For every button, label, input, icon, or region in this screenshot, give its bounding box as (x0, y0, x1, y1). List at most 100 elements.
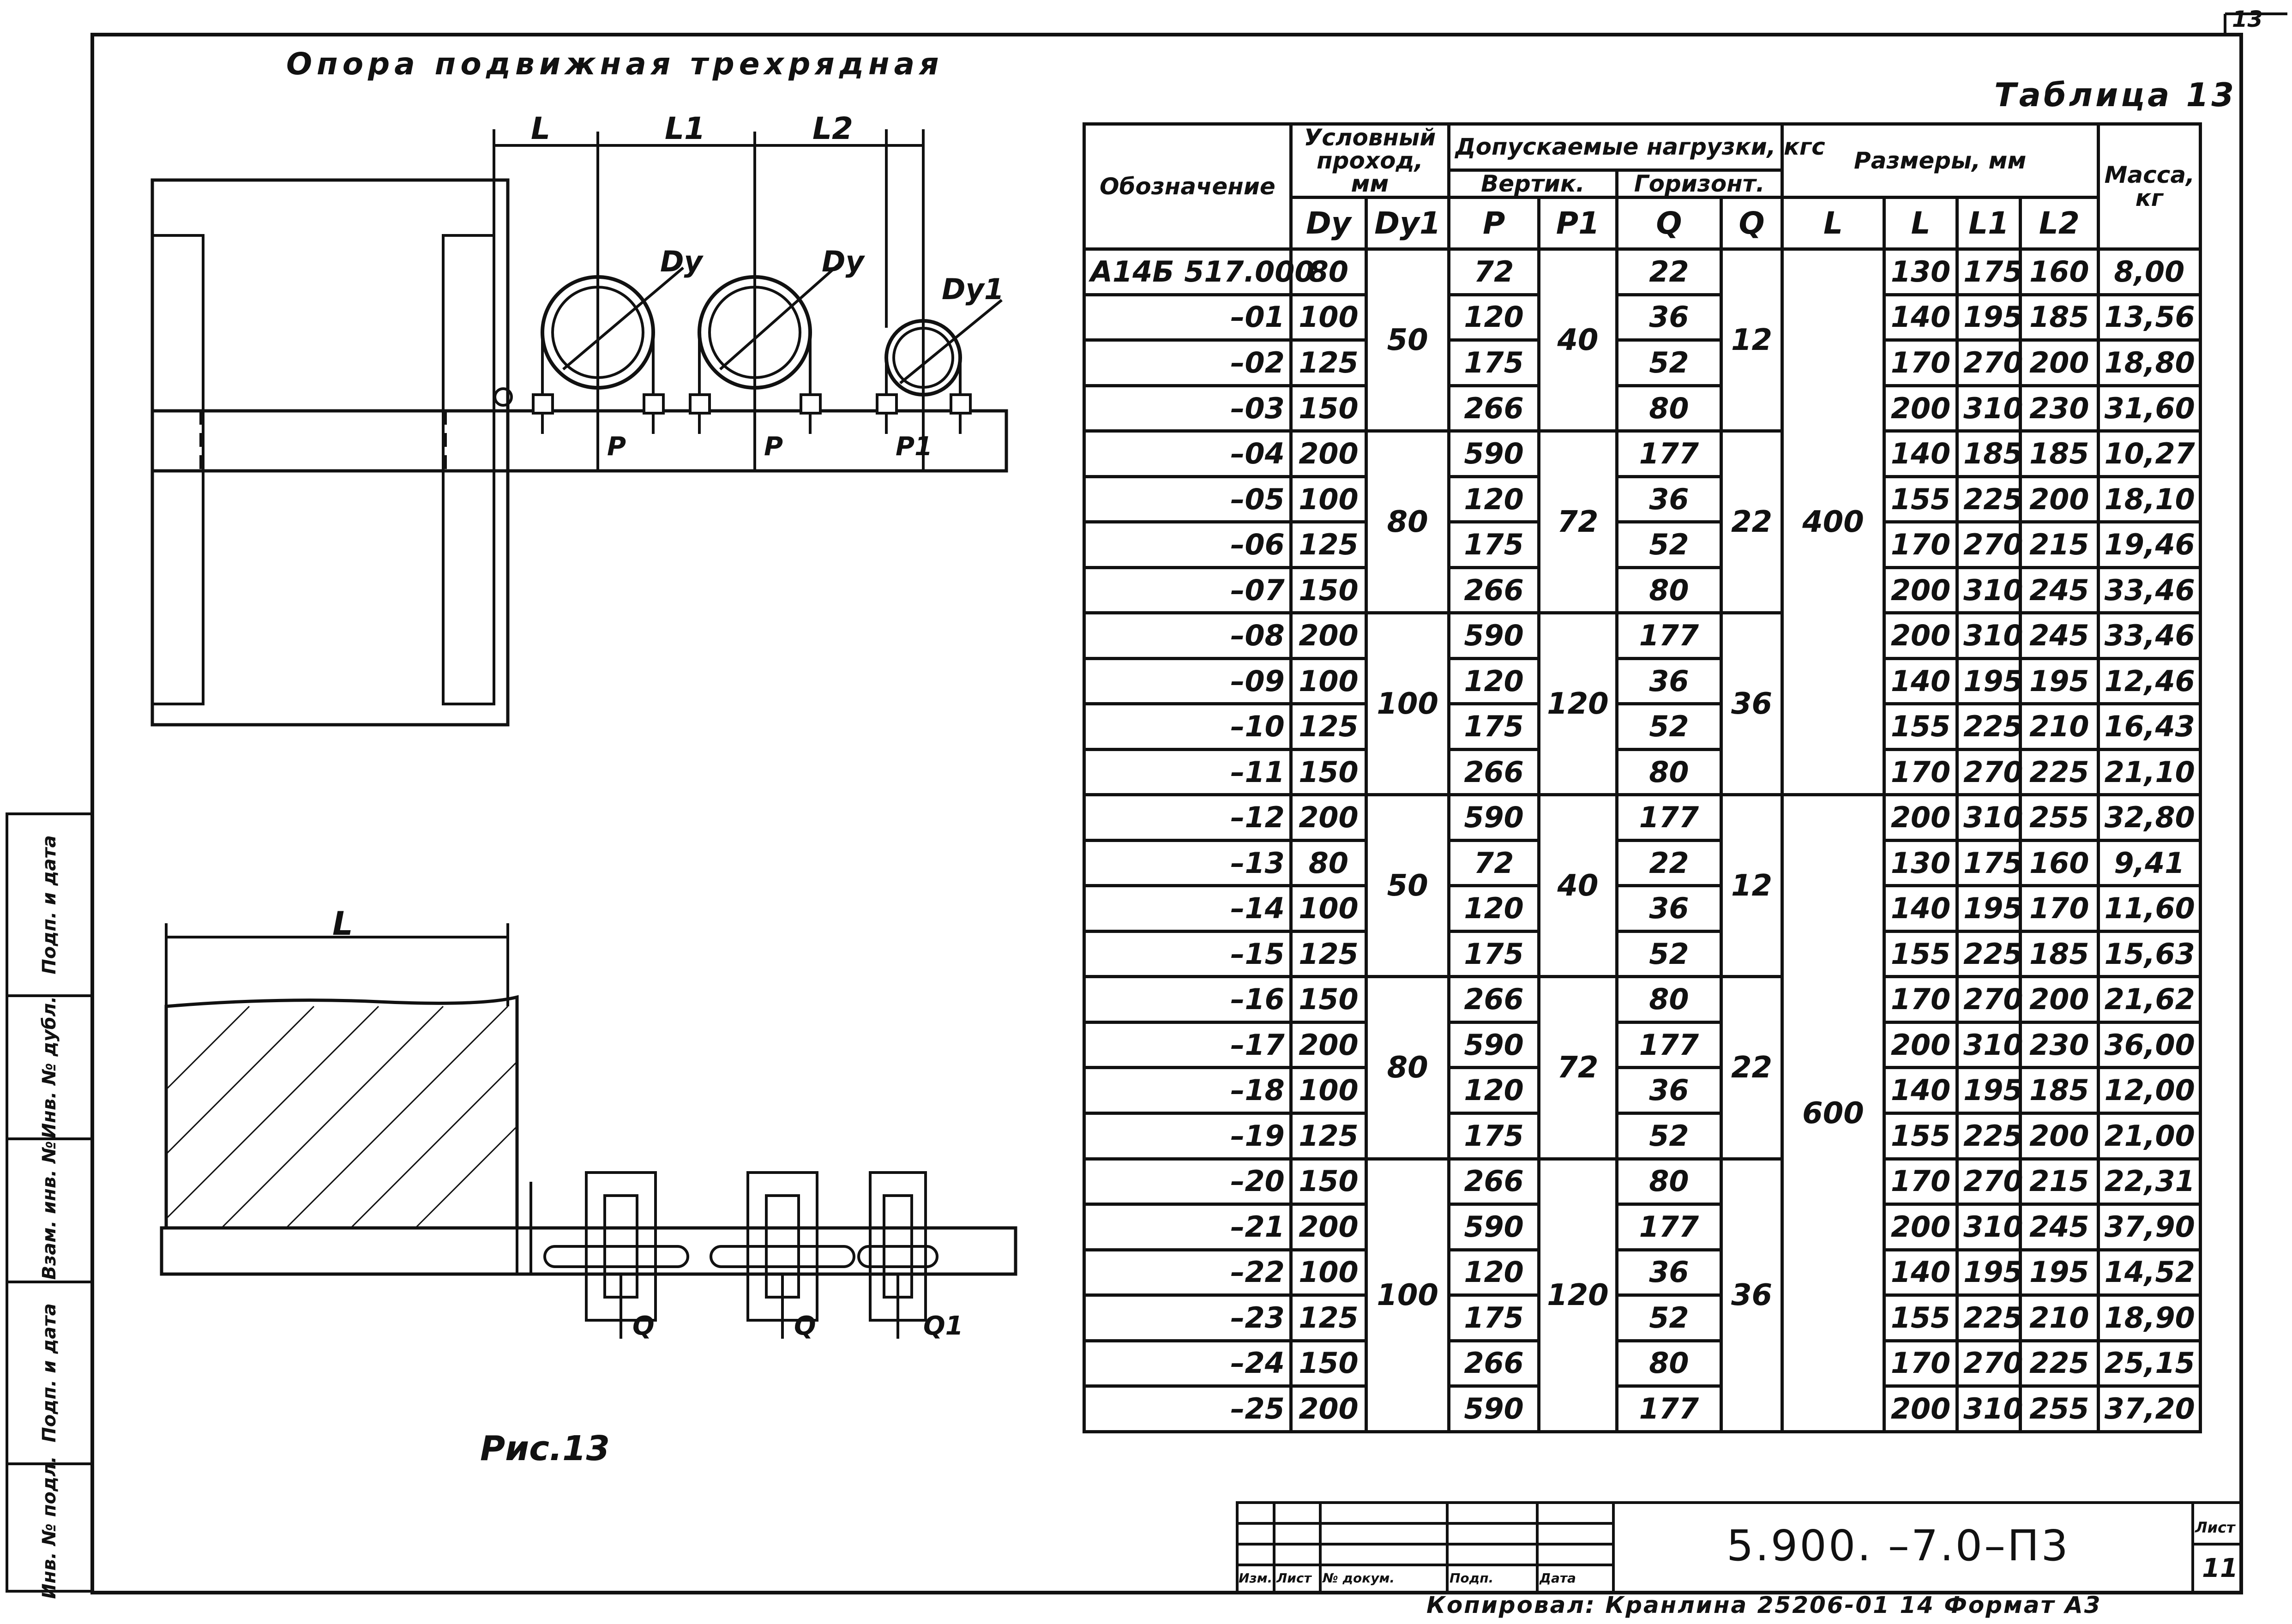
cell-dy: 100 (1289, 1066, 1368, 1115)
cell-l2: 200 (2019, 975, 2100, 1024)
cell-l1: 225 (1955, 702, 2023, 751)
drawing-title: Опора подвижная трехрядная (286, 46, 944, 82)
cell-mass: 11,60 (2096, 884, 2202, 933)
cell-l1: 310 (1955, 1384, 2023, 1433)
cell-mass: 8,00 (2096, 247, 2202, 296)
sheet-number: 11 (2202, 1553, 2238, 1583)
cell-mass: 13,56 (2096, 293, 2202, 342)
cell-mass: 22,31 (2096, 1157, 2202, 1206)
load-label-p-left: P (607, 432, 626, 462)
cell-p: 120 (1447, 475, 1541, 524)
cell-dy: 125 (1289, 520, 1368, 569)
cell-l: 200 (1883, 384, 1959, 433)
header-p1: P1 (1537, 196, 1618, 251)
cell-designation: –23 (1083, 1293, 1293, 1342)
dim-label-l: L (531, 111, 551, 146)
cell-q: 52 (1615, 929, 1723, 979)
cell-l1: 270 (1955, 975, 2023, 1024)
cell-mass: 10,27 (2096, 429, 2202, 478)
sheet-label: Лист (2195, 1519, 2235, 1536)
cell-l2: 210 (2019, 1293, 2100, 1342)
cell-designation: А14Б 517.000 (1083, 247, 1315, 296)
cell-p: 590 (1447, 793, 1541, 842)
cell-dy: 200 (1289, 611, 1368, 660)
cell-l2: 185 (2019, 429, 2100, 478)
cell-dy: 200 (1289, 1384, 1368, 1433)
stamp-signature-date-1: Подп. и дата (6, 1281, 93, 1465)
cell-l1: 185 (1955, 429, 2023, 478)
document-code: 5.900. –7.0–П3 (1727, 1521, 2070, 1570)
cell-mass: 33,46 (2096, 611, 2202, 660)
cell-l: 130 (1883, 838, 1959, 888)
cell-l1: 195 (1955, 884, 2023, 933)
cell-designation: –18 (1083, 1066, 1293, 1115)
cell-l: 170 (1883, 338, 1959, 387)
label-dy1: Dy1 (942, 272, 1005, 306)
cell-q: 52 (1615, 520, 1723, 569)
cell-designation: –14 (1083, 884, 1293, 933)
cell-designation: –19 (1083, 1112, 1293, 1161)
cell-q: 80 (1615, 565, 1723, 615)
cell-mass: 15,63 (2096, 929, 2202, 979)
cell-designation: –10 (1083, 702, 1293, 751)
cell-designation: –25 (1083, 1384, 1293, 1433)
header-nominal-bore: Условный проход, мм (1289, 122, 1451, 199)
cell-l2: 245 (2019, 1203, 2100, 1251)
header-q: Q (1615, 196, 1723, 251)
cell-q1: 22 (1720, 429, 1784, 615)
cell-designation: –06 (1083, 520, 1293, 569)
cell-q1: 12 (1720, 793, 1784, 979)
cell-dy: 150 (1289, 384, 1368, 433)
cell-designation: –12 (1083, 793, 1293, 842)
cell-dy1: 50 (1365, 793, 1451, 979)
cell-p1: 120 (1537, 1157, 1618, 1434)
cell-p: 120 (1447, 656, 1541, 706)
cell-mass: 16,43 (2096, 702, 2202, 751)
cell-l: 155 (1883, 475, 1959, 524)
cell-p: 72 (1447, 247, 1541, 296)
cell-l1: 225 (1955, 475, 2023, 524)
cell-designation: –07 (1083, 565, 1293, 615)
header-l-big: L (1780, 196, 1886, 251)
dim-label-l-bottom: L (332, 905, 353, 943)
stamp-vzam-inv: Взам. инв. № (6, 1137, 93, 1283)
cell-dy: 150 (1289, 747, 1368, 797)
header-l2: L2 (2019, 196, 2100, 251)
specification-table: Обозначение Условный проход, мм Допускае… (1083, 122, 2202, 1434)
cell-p: 120 (1447, 293, 1541, 342)
load-label-p1: P1 (896, 432, 933, 462)
cell-l1: 270 (1955, 1157, 2023, 1206)
cell-mass: 21,00 (2096, 1112, 2202, 1161)
cell-designation: –11 (1083, 747, 1293, 797)
cell-mass: 36,00 (2096, 1020, 2202, 1070)
cell-q1: 36 (1720, 611, 1784, 797)
cell-p: 72 (1447, 838, 1541, 888)
title-block-frame (1236, 1501, 2243, 1594)
tb-col-change: Изм. (1239, 1570, 1273, 1586)
header-l1: L1 (1955, 196, 2022, 251)
cell-p: 266 (1447, 1339, 1541, 1388)
cell-q: 80 (1615, 384, 1723, 433)
cell-q: 36 (1615, 1066, 1723, 1115)
cell-q1: 36 (1720, 1157, 1784, 1434)
cell-mass: 21,62 (2096, 975, 2202, 1024)
cell-q: 52 (1615, 702, 1723, 751)
cell-p1: 72 (1537, 429, 1618, 615)
cell-l2: 225 (2019, 1339, 2100, 1388)
cell-designation: –20 (1083, 1157, 1293, 1206)
cell-l: 170 (1883, 975, 1959, 1024)
cell-mass: 25,15 (2096, 1339, 2202, 1388)
cell-dy: 125 (1289, 929, 1368, 979)
cell-l1: 195 (1955, 293, 2023, 342)
cell-dy: 200 (1289, 1203, 1368, 1251)
cell-mass: 37,20 (2096, 1384, 2202, 1433)
dim-label-l2: L2 (812, 111, 853, 146)
cell-l: 200 (1883, 1384, 1959, 1433)
